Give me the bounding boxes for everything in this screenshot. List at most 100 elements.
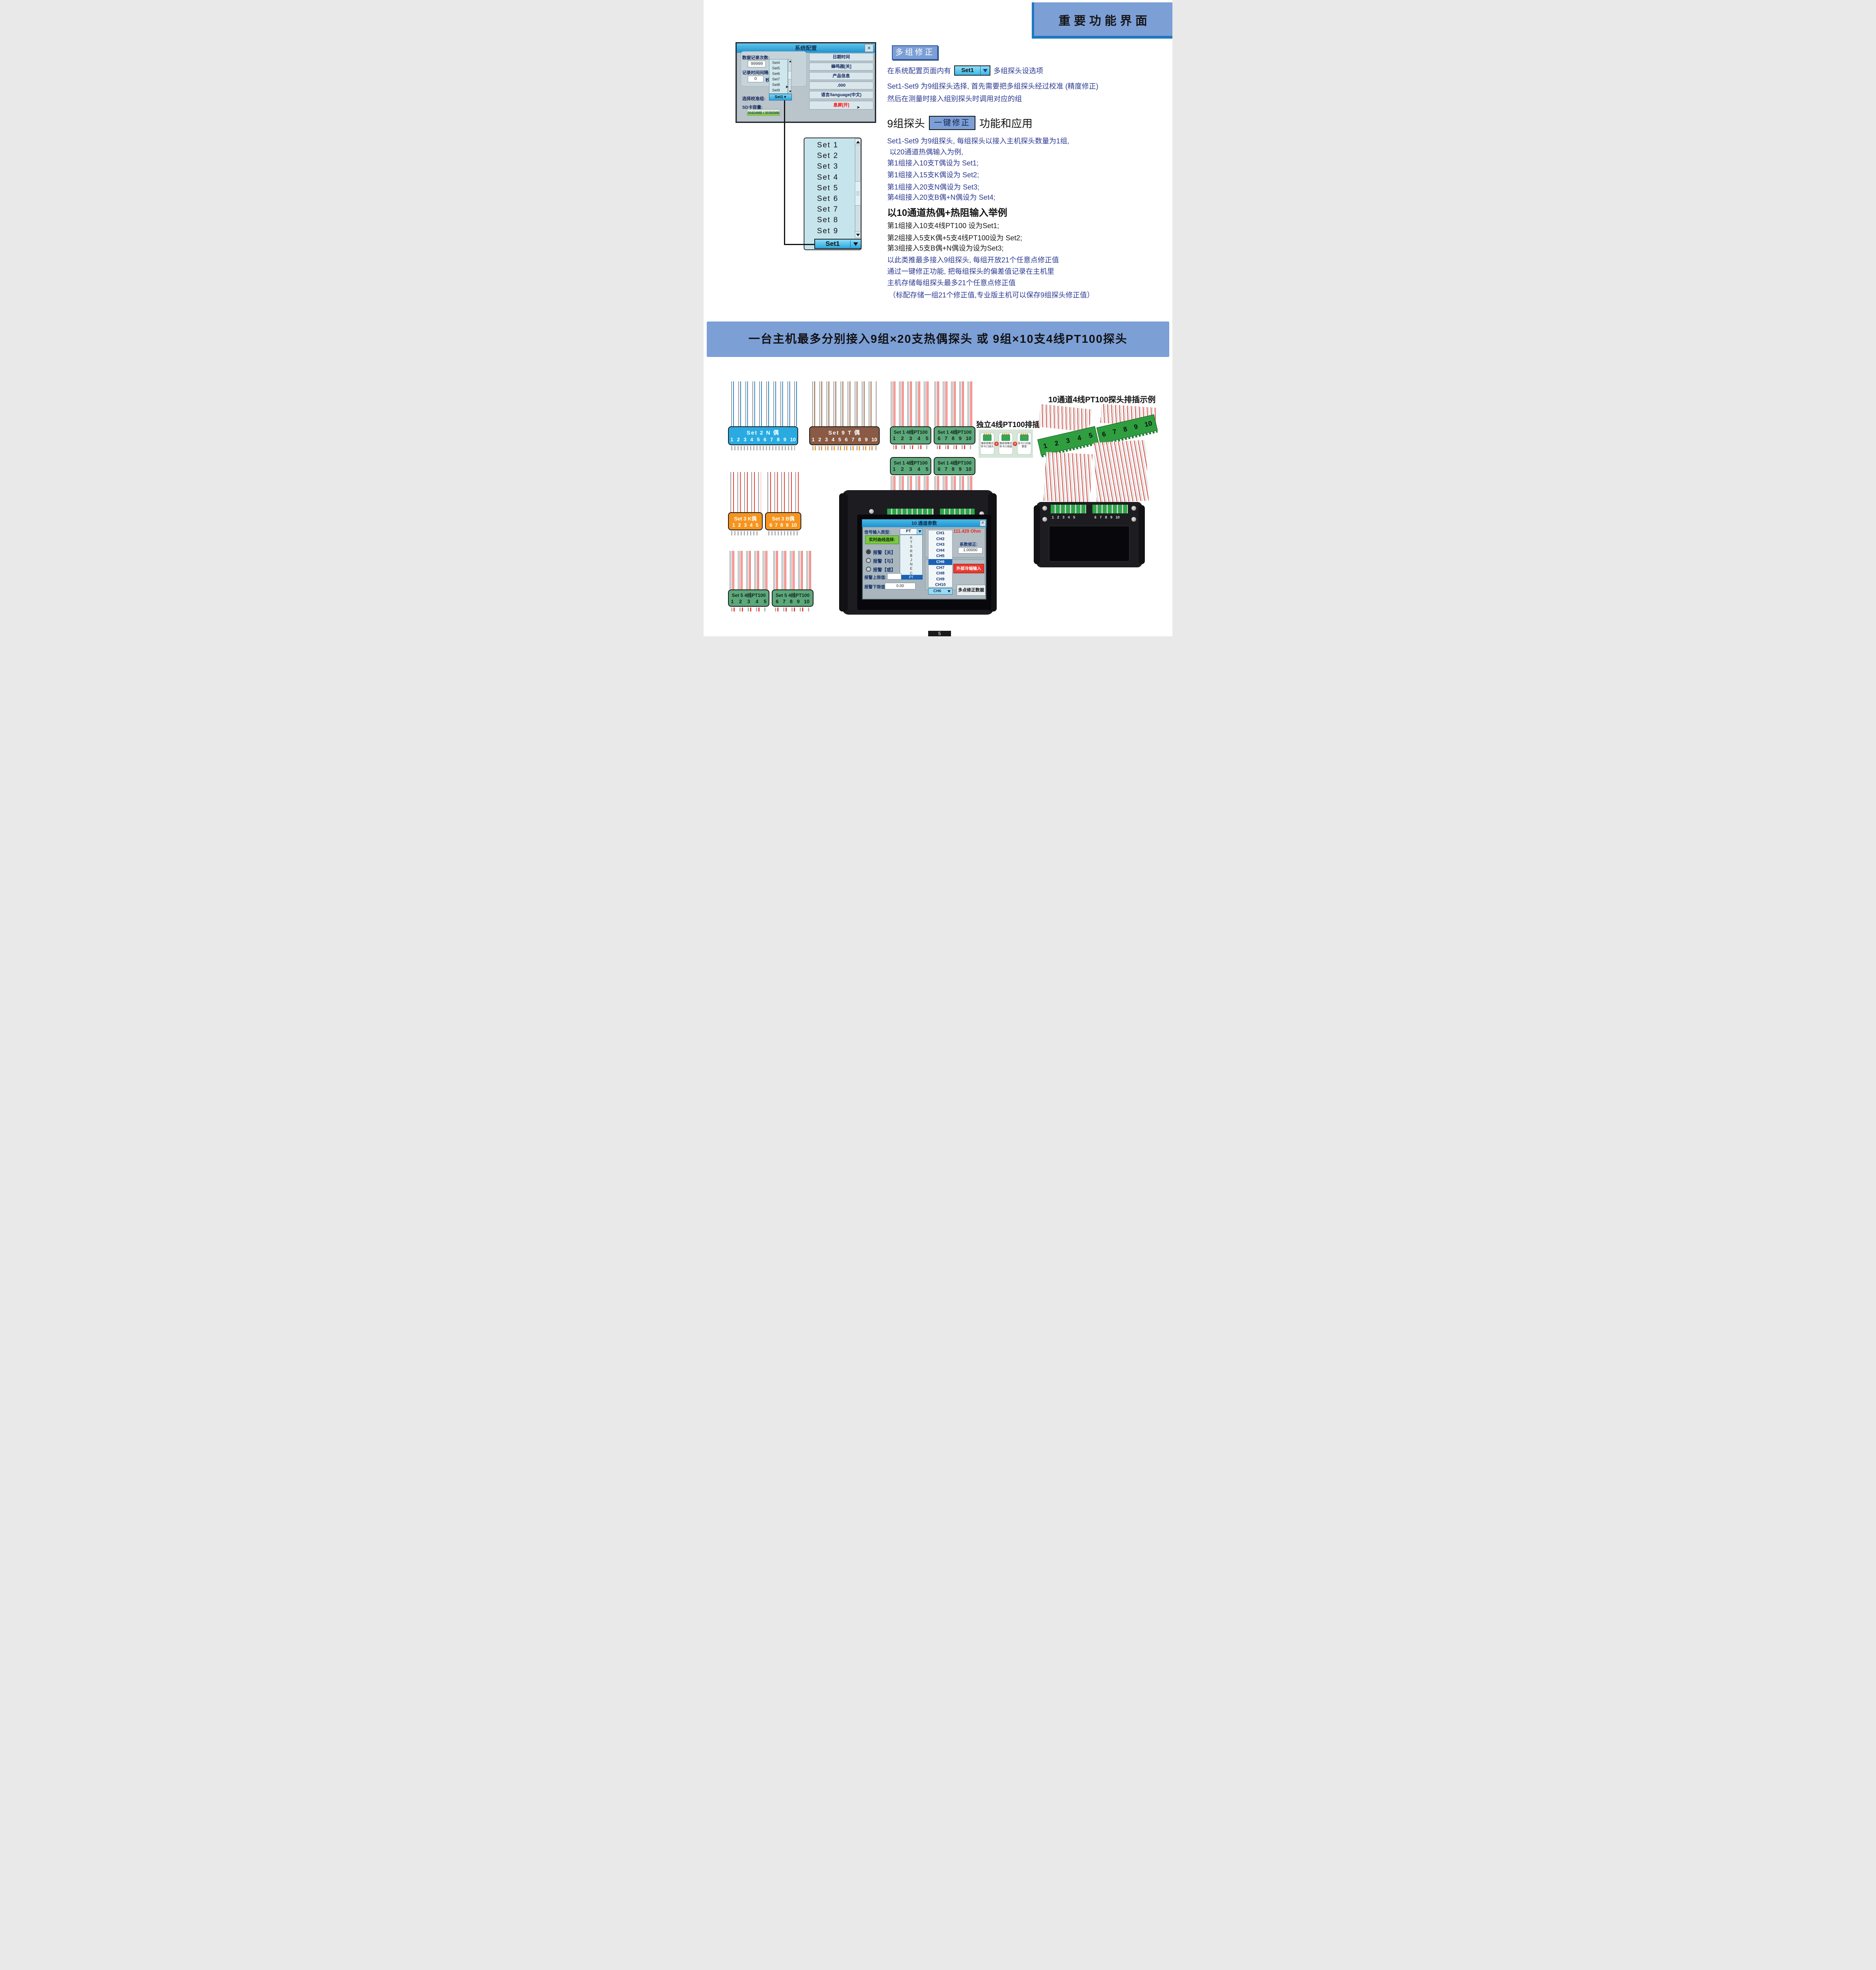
list-item[interactable]: Set8 (772, 83, 780, 87)
list-item[interactable]: CH3 (936, 542, 945, 547)
capacity-banner: 一台主机最多分别接入9组×20支热偶探头 或 9组×10支4线PT100探头 (707, 322, 1169, 357)
list-item[interactable]: Set7 (772, 77, 780, 82)
list-item[interactable]: Set 1 (817, 141, 839, 149)
device-screen-off (1049, 526, 1130, 562)
datetime-button[interactable]: 日期时间 (809, 53, 873, 61)
list-item[interactable]: Set 9 (817, 227, 839, 235)
record-count-input[interactable]: 99999 (748, 61, 766, 67)
close-icon[interactable]: ✕ (865, 44, 873, 52)
multi-point-correction-button[interactable]: 多点修正数据 (957, 585, 986, 596)
probe-block-set5-pt100: Set 5 4线PT100 6 7 8 9 10 (772, 589, 814, 607)
signal-type-label: 信号输入类型: (864, 530, 891, 535)
list-item[interactable]: CH4 (936, 548, 945, 553)
list-item[interactable]: N (910, 562, 913, 567)
screw-icon (1042, 517, 1047, 522)
probe-block-set5-pt100: Set 5 4线PT100 1 2 3 4 5 (728, 589, 769, 607)
decimal-button[interactable]: .000 (809, 82, 873, 89)
list-item[interactable]: CH9 (936, 576, 945, 582)
external-cold-junction-button[interactable]: 外部冷端输入 (953, 564, 984, 573)
signal-type-list[interactable]: K T S R B J N E C (900, 535, 923, 580)
example-line: 第1组接入10支4线PT100 设为Set1; (887, 222, 999, 230)
channel-dropdown[interactable]: CH6 (928, 588, 953, 595)
list-item[interactable]: J (910, 558, 912, 562)
list-item-selected[interactable]: CH6 (929, 559, 952, 565)
list-item[interactable]: CH10 (935, 582, 946, 587)
screen-off-button[interactable]: 息屏[开] (809, 101, 873, 110)
wire-bundle-photo (1043, 452, 1093, 504)
radio-alarm-and[interactable] (866, 558, 871, 563)
list-item[interactable]: CH2 (936, 536, 945, 541)
probe-block-set9-t: Set 9 T 偶 1 2 3 4 5 6 7 8 9 10 (809, 426, 880, 445)
screw-icon (1131, 506, 1136, 511)
list-item[interactable]: CH5 (936, 554, 945, 559)
product-info-button[interactable]: 产品信息 (809, 72, 873, 80)
scroll-down-icon[interactable] (855, 232, 861, 238)
device-bumper (839, 493, 848, 611)
list-item[interactable]: Set 8 (817, 216, 839, 225)
connector-card: 薄款弹簧式带卡口插头 (980, 433, 994, 455)
multi-correction-badge: 多组修正 (892, 45, 938, 60)
connector-pins (937, 445, 972, 449)
alarm-low-label: 报警下限值: (864, 585, 886, 589)
set1-inline-dropdown[interactable]: Set1 (954, 65, 990, 76)
probe-block-set1-pt100: Set 1 4线PT100 6 7 8 9 10 (934, 457, 975, 475)
list-item[interactable]: CH8 (936, 571, 945, 576)
sd-capacity-bar: 30424MB / 30382MB (747, 109, 780, 116)
list-item[interactable]: E (910, 567, 912, 571)
list-item[interactable]: Set 5 (817, 184, 839, 192)
terminal-block-icon (1092, 504, 1128, 514)
list-item[interactable]: Set 4 (817, 173, 839, 182)
buzzer-button[interactable]: 蜂鸣器[关] (809, 63, 873, 71)
intro-line1-post: 多组探头设选项 (994, 67, 1043, 75)
calib-set-mini-list[interactable]: Set4 Set5 Set6 Set7 Set8 Set9 (769, 59, 788, 94)
example-line: 通过一键修正功能, 把每组探头的偏差值记录在主机里 (887, 268, 1054, 275)
pt100-example-title: 10通道4线PT100探头排插示例 (1048, 396, 1156, 404)
signal-type-dropdown[interactable]: PT (900, 528, 923, 535)
list-item[interactable]: C (910, 571, 913, 575)
list-item[interactable]: CH7 (936, 565, 945, 570)
list-item[interactable]: K (910, 536, 912, 540)
interval-input[interactable]: 0 (748, 76, 763, 82)
list-item[interactable]: Set 3 (817, 162, 839, 171)
list-item[interactable]: T (910, 540, 912, 545)
language-button[interactable]: 语言/language(中文) (809, 91, 873, 99)
radio-alarm-or[interactable] (866, 567, 871, 572)
screw-icon (1131, 517, 1136, 522)
list-item[interactable]: Set 6 (817, 195, 839, 203)
list-item[interactable]: Set 7 (817, 205, 839, 214)
realtime-curve-button[interactable]: 实时曲线选择: (865, 535, 899, 544)
thermocouple-wires-n (731, 381, 798, 426)
scroll-down-icon[interactable] (789, 91, 791, 93)
alarm-low-input[interactable]: 0.00 (885, 583, 916, 589)
alarm-high-input[interactable] (887, 573, 901, 580)
mini-scroll-thumb[interactable] (788, 71, 791, 80)
coefficient-input[interactable]: 1.00000 (958, 547, 983, 554)
radio-alarm-off[interactable] (866, 549, 871, 554)
signal-type-selected[interactable]: PT (900, 575, 923, 580)
scroll-up-icon[interactable] (789, 60, 791, 62)
list-item[interactable]: R (910, 549, 913, 553)
chevron-down-icon (980, 66, 990, 75)
channel-list[interactable]: CH1 CH2 CH3 CH4 CH5 CH6 CH7 CH8 CH9 CH10 (928, 530, 953, 587)
connector-pins (731, 608, 767, 611)
onekey-line: 以20通道热偶输入为例, (890, 148, 964, 156)
list-item[interactable]: Set4 (772, 61, 780, 65)
list-item[interactable]: Set5 (772, 66, 780, 71)
terminal-block-icon (1050, 504, 1087, 514)
connector-card: 薄款弹簧式带卡口母座 (999, 433, 1013, 455)
set-selected-dropdown[interactable]: Set1 (814, 239, 862, 249)
calib-group-dropdown[interactable]: Set1 ▾ (769, 94, 792, 100)
list-item[interactable]: B (910, 553, 912, 558)
list-item[interactable]: Set6 (772, 72, 780, 76)
wire-bundle-photo (1094, 440, 1149, 504)
list-item[interactable]: S (910, 545, 912, 549)
terminal-connector-icon (1001, 433, 1010, 441)
close-icon[interactable]: ✕ (980, 520, 986, 526)
device-bumper (1034, 505, 1040, 564)
probe-block-set2-n: Set 2 N 偶 1 2 3 4 5 6 7 8 9 10 (728, 426, 798, 445)
scroll-up-icon[interactable] (855, 139, 861, 145)
page-number: 5 (928, 631, 951, 636)
list-item[interactable]: Set9 (772, 88, 780, 93)
list-item[interactable]: CH1 (936, 531, 945, 535)
list-item[interactable]: Set 2 (817, 152, 839, 160)
